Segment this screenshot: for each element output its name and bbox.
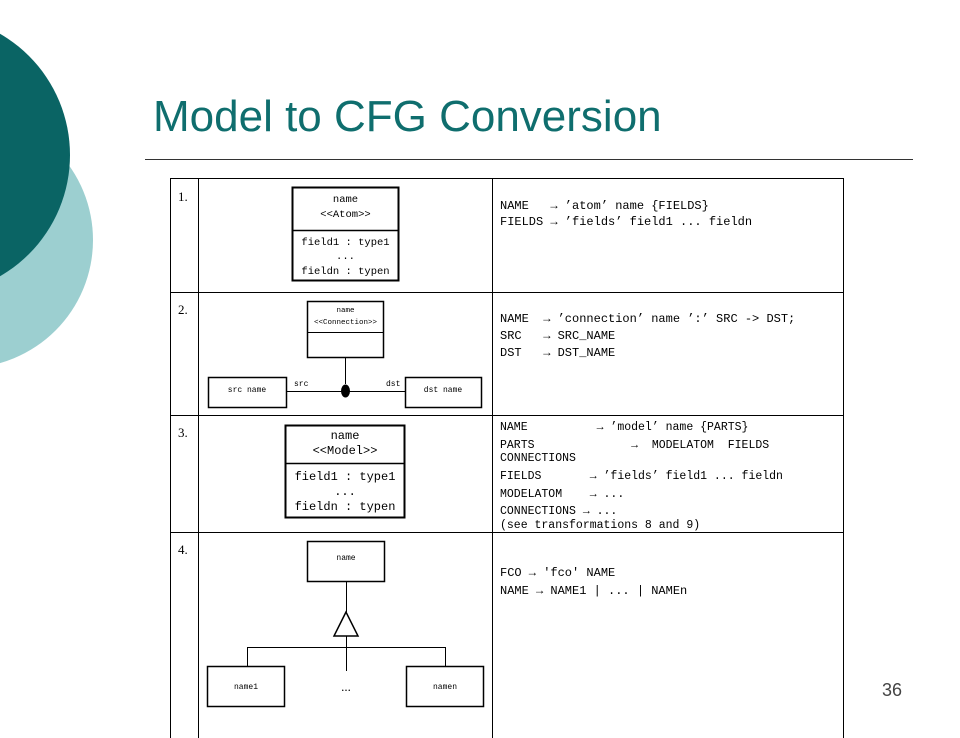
rule-line: (see transformations 8 and 9) — [500, 519, 700, 532]
field-1: field1 : type1 — [295, 470, 396, 484]
child-left-name: name1 — [234, 683, 258, 692]
conversion-table: 1. name <<Atom>> field1 : type1 ... fiel… — [170, 178, 844, 738]
class-name: name — [336, 307, 354, 315]
child-right-name: namen — [433, 683, 457, 692]
stereotype: <<Model>> — [313, 444, 378, 458]
field-1: field1 : type1 — [301, 237, 389, 249]
row-1: 1. name <<Atom>> field1 : type1 ... fiel… — [178, 188, 752, 281]
rule-line: CONNECTIONS — [500, 452, 576, 465]
rule-line: NAME → ’connection’ name ’:’ SRC -> DST; — [500, 312, 795, 326]
rule-line: FCO → 'fco' NAME — [500, 566, 615, 580]
stereotype: <<Atom>> — [320, 209, 370, 221]
model-uml-box: name <<Model>> field1 : type1 ... fieldn… — [285, 426, 405, 518]
decorative-circles — [0, 0, 120, 400]
row-4: 4. name name1 namen ... FCO → 'fco' NAME… — [178, 542, 687, 707]
page-number: 36 — [882, 680, 902, 701]
rule-line: DST → DST_NAME — [500, 346, 615, 360]
child-ellipsis: ... — [341, 679, 351, 694]
dst-box-label: dst name — [424, 386, 463, 395]
field-ellipsis: ... — [334, 485, 356, 499]
rule-line: FIELDS → ’fields’ field1 ... fieldn — [500, 215, 752, 229]
class-name: name — [331, 429, 360, 443]
atom-uml-box: name <<Atom>> field1 : type1 ... fieldn … — [292, 188, 399, 281]
row-3: 3. name <<Model>> field1 : type1 ... fie… — [178, 421, 783, 532]
src-box-label: src name — [228, 386, 267, 395]
field-n: fieldn : typen — [295, 500, 396, 514]
parent-name: name — [336, 554, 355, 563]
rule-line: NAME → ’model’ name {PARTS} — [500, 421, 748, 434]
rule-line: FIELDS → ’fields’ field1 ... fieldn — [500, 470, 783, 483]
row-number: 1. — [178, 189, 188, 204]
field-ellipsis: ... — [336, 251, 355, 263]
rule-line: PARTS → MODELATOM FIELDS — [500, 439, 769, 452]
row-number: 2. — [178, 302, 188, 317]
class-name: name — [333, 194, 358, 206]
dst-role-label: dst — [386, 380, 400, 389]
rule-line: SRC → SRC_NAME — [500, 329, 615, 343]
title-divider — [145, 159, 913, 160]
slide-title: Model to CFG Conversion — [153, 92, 662, 142]
field-n: fieldn : typen — [301, 266, 389, 278]
rule-line: MODELATOM → ... — [500, 488, 624, 501]
rule-line: NAME → ’atom’ name {FIELDS} — [500, 199, 709, 213]
row-number: 4. — [178, 542, 188, 557]
rule-line: NAME → NAME1 | ... | NAMEn — [500, 584, 687, 598]
rule-line: CONNECTIONS → ... — [500, 505, 617, 518]
row-2: 2. name <<Connection>> src name dst name… — [178, 302, 795, 408]
src-role-label: src — [294, 380, 309, 389]
row-number: 3. — [178, 425, 188, 440]
stereotype: <<Connection>> — [314, 319, 378, 327]
